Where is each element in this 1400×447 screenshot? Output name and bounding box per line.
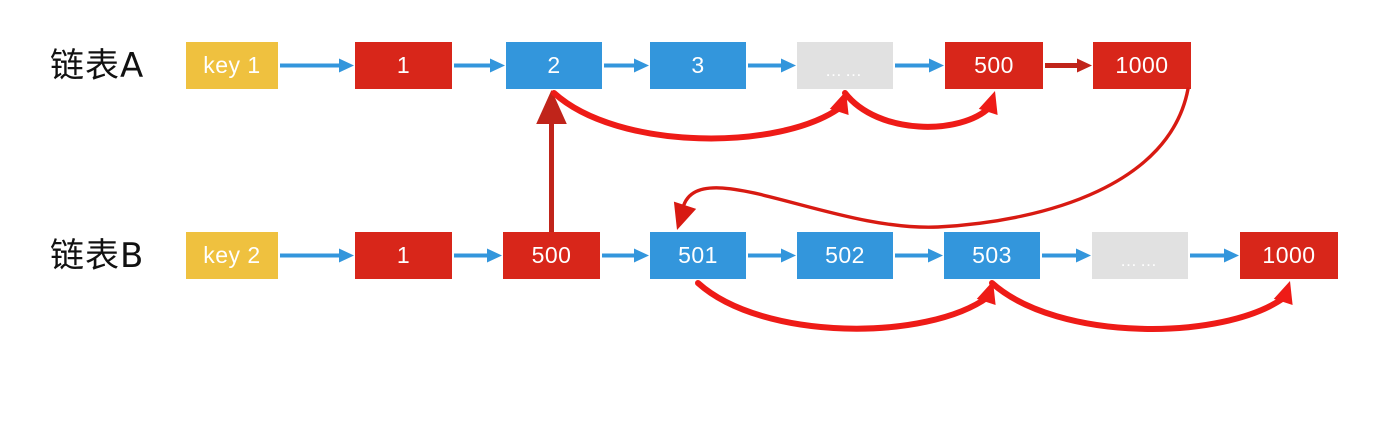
node-label: 503 <box>972 242 1012 268</box>
node-b-503: 503 <box>944 232 1040 279</box>
node-a-2: 2 <box>506 42 602 89</box>
node-label: 502 <box>825 242 865 268</box>
node-label: 3 <box>691 52 705 78</box>
node-label: 1 <box>396 242 411 268</box>
node-b-500: 500 <box>503 232 600 279</box>
node-label: key 1 <box>203 52 261 78</box>
node-label: 1 <box>396 52 411 78</box>
ellipsis-text: …… <box>1120 250 1160 270</box>
node-b-1000: 1000 <box>1240 232 1338 279</box>
node-a-500: 500 <box>945 42 1043 89</box>
node-b-1: 1 <box>355 232 452 279</box>
node-b-key: key 2 <box>186 232 278 279</box>
node-b-dots: …… <box>1092 232 1188 279</box>
node-a-key: key 1 <box>186 42 278 89</box>
row-label-a: 链表A <box>50 46 145 86</box>
node-label: 501 <box>678 242 718 268</box>
node-label: key 2 <box>203 242 261 268</box>
ellipsis-text: …… <box>825 60 865 80</box>
node-label: 1000 <box>1262 242 1316 268</box>
row-label-b: 链表B <box>50 236 145 276</box>
node-label: 2 <box>547 52 561 78</box>
node-b-501: 501 <box>650 232 746 279</box>
node-a-1: 1 <box>355 42 452 89</box>
node-a-3: 3 <box>650 42 746 89</box>
node-a-1000: 1000 <box>1093 42 1191 89</box>
node-label: 500 <box>531 242 572 268</box>
node-b-502: 502 <box>797 232 893 279</box>
node-label: 1000 <box>1115 52 1169 78</box>
node-a-dots: …… <box>797 42 893 89</box>
node-label: 500 <box>974 52 1014 78</box>
